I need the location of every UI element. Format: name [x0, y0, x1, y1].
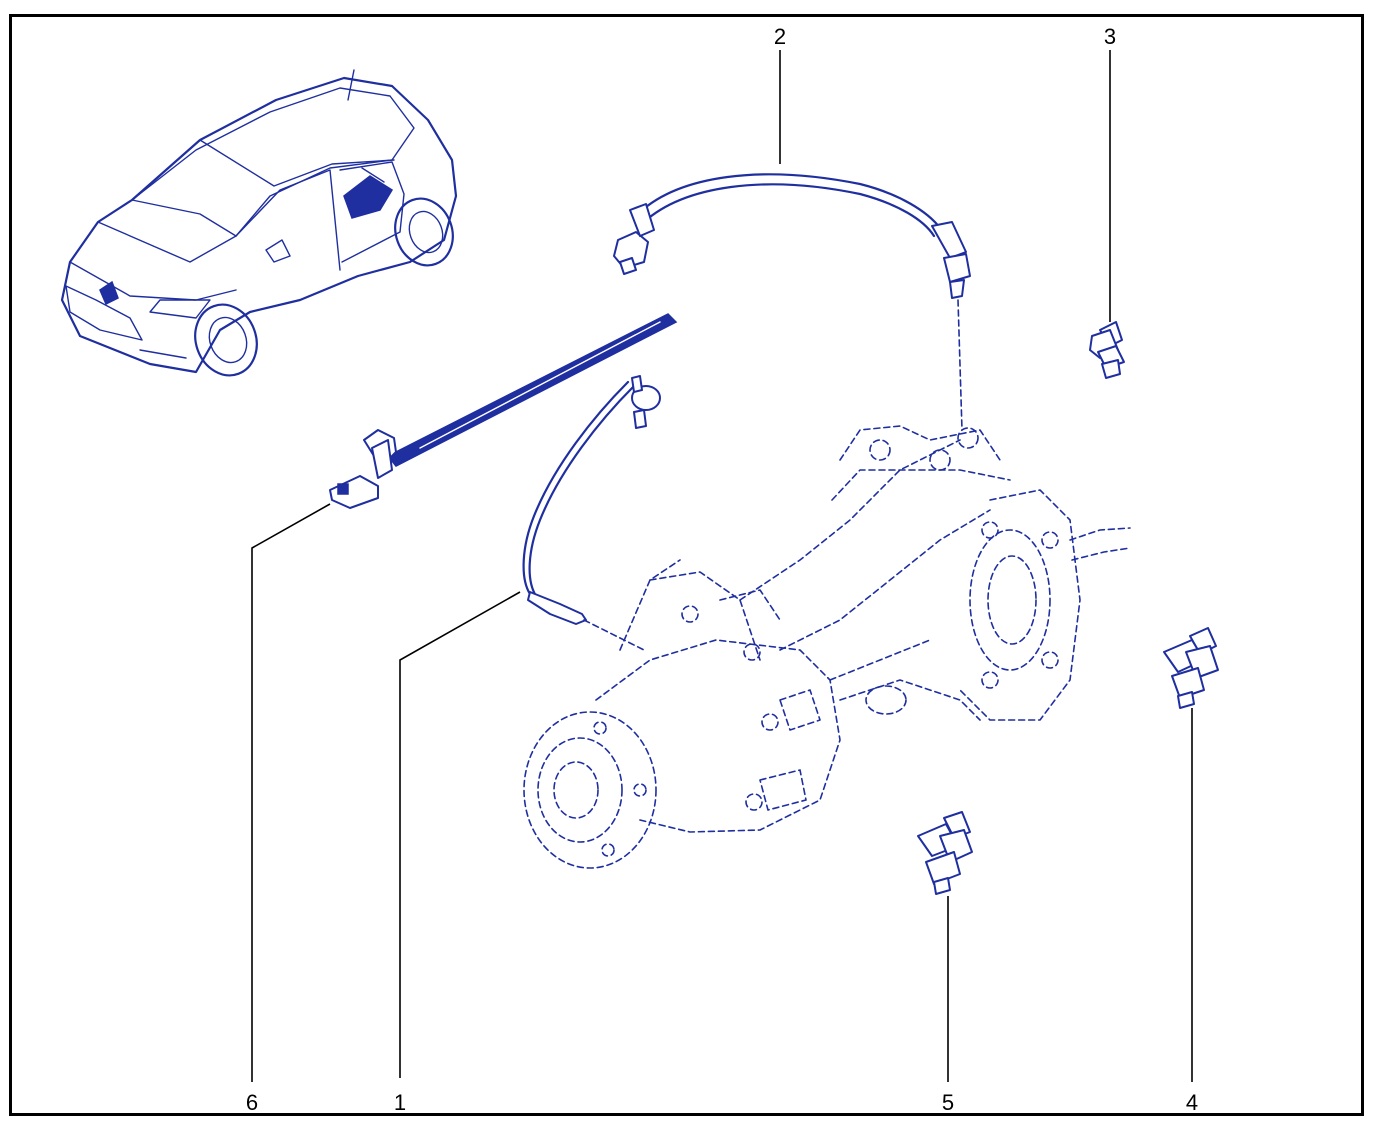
diagram-frame [9, 14, 1364, 1116]
cable-tie-icon [329, 313, 678, 509]
breather-hose-icon [613, 173, 971, 431]
hose-clip-icon [1089, 321, 1125, 379]
rear-differential-icon [523, 425, 1131, 869]
leader-line-6 [251, 503, 331, 1082]
callout-3: 3 [1104, 24, 1116, 49]
breather-hose-icon [522, 375, 661, 651]
hose-clip-icon [917, 811, 973, 895]
hose-clip-icon [1163, 627, 1219, 709]
leader-line-1 [399, 591, 521, 1078]
callout-4: 4 [1186, 1090, 1198, 1115]
callout-6: 6 [246, 1090, 258, 1115]
car-icon [60, 69, 458, 377]
callout-5: 5 [942, 1090, 954, 1115]
leader-lines [251, 50, 1193, 1082]
callout-2: 2 [774, 24, 786, 49]
callout-1: 1 [394, 1090, 406, 1115]
